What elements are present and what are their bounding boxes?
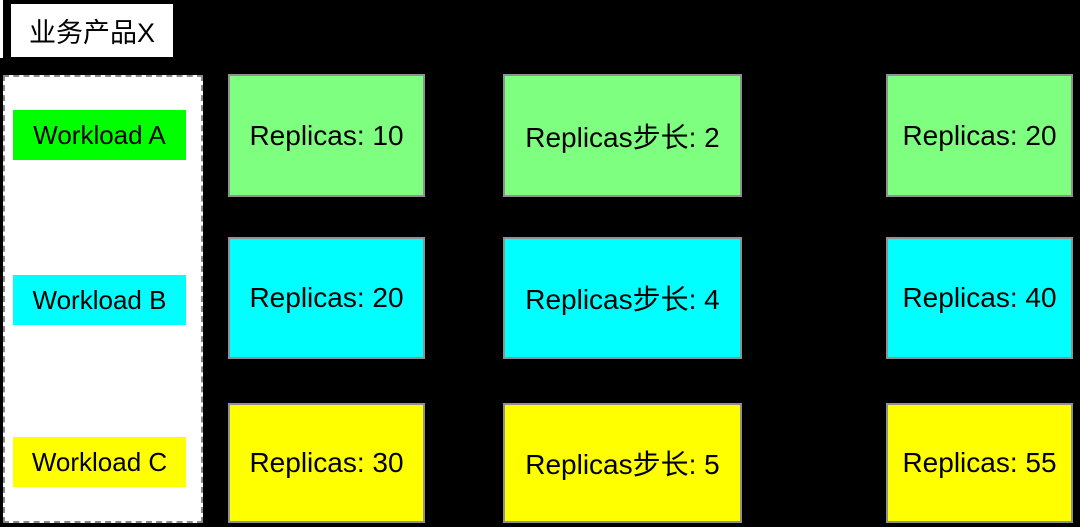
product-title: 业务产品X — [28, 18, 155, 48]
product-title-box: 业务产品X — [11, 4, 173, 57]
workload-b-final-replicas-box: Replicas: 40 — [886, 237, 1073, 359]
workload-b-replicas-step-box: Replicas步长: 4 — [503, 237, 742, 359]
left-edge-artifact — [0, 0, 3, 58]
workload-c-initial-replicas-box: Replicas: 30 — [228, 403, 425, 523]
workload-a-replicas-step-box: Replicas步长: 2 — [503, 74, 742, 197]
workload-c-replicas-step-box: Replicas步长: 5 — [503, 403, 742, 523]
workload-c-final-replicas-box: Replicas: 55 — [886, 403, 1073, 523]
workload-a-label: Workload A — [13, 110, 186, 160]
workload-c-label: Workload C — [13, 437, 186, 487]
workload-a-initial-replicas-box: Replicas: 10 — [228, 74, 425, 197]
workload-a-final-replicas-box: Replicas: 20 — [886, 74, 1073, 197]
workload-b-initial-replicas-box: Replicas: 20 — [228, 237, 425, 359]
workload-group-panel: Workload A Workload B Workload C — [3, 75, 203, 523]
workload-b-label: Workload B — [13, 275, 186, 325]
